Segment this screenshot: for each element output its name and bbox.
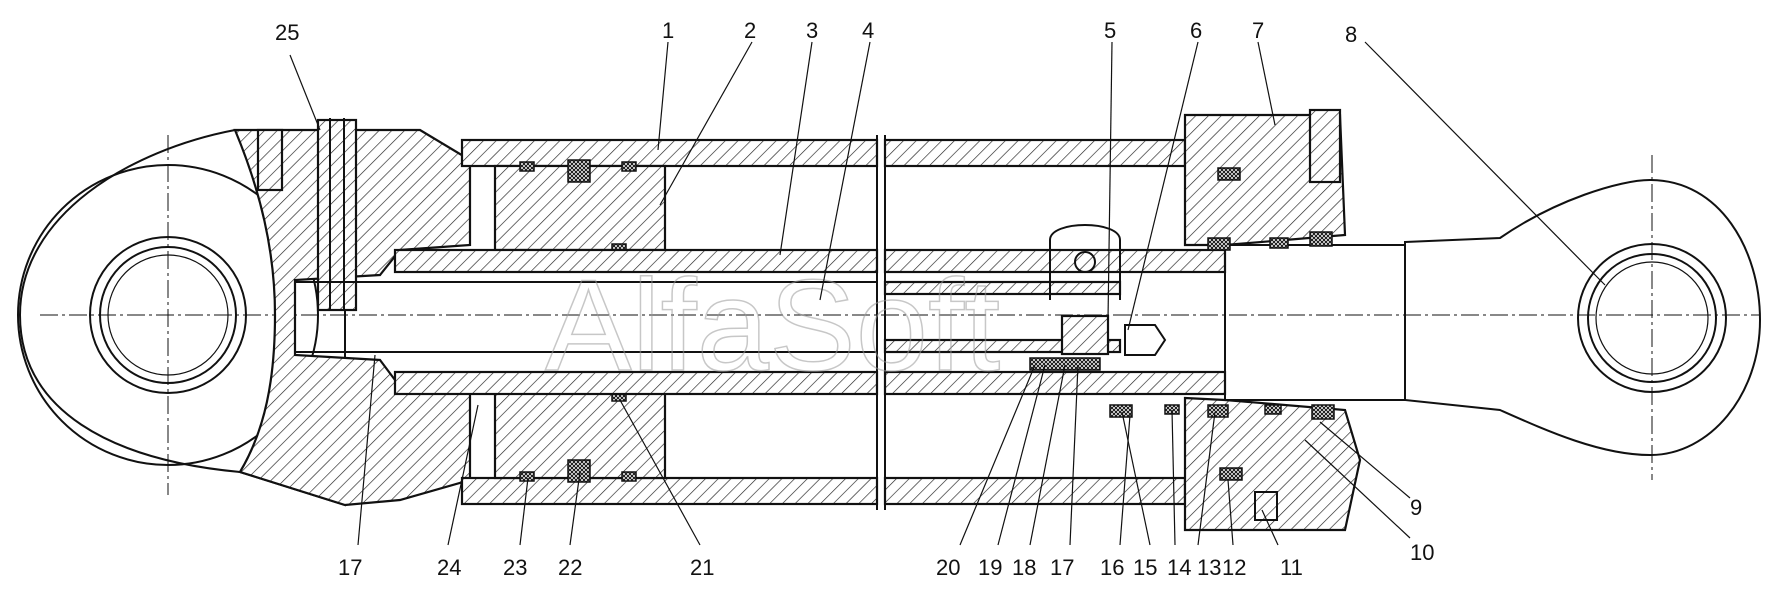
piston-rod	[294, 244, 1406, 401]
callout-labels: 25 1 2 3 4 5 6 7 8 9 10 11 12 13 14 15 1…	[275, 18, 1434, 580]
callout-12: 12	[1222, 555, 1246, 580]
callout-1: 1	[662, 18, 674, 43]
callout-25: 25	[275, 20, 299, 45]
callout-18: 18	[1012, 555, 1036, 580]
callout-24: 24	[437, 555, 461, 580]
rear-head	[233, 118, 472, 507]
callout-3: 3	[806, 18, 818, 43]
callout-7: 7	[1252, 18, 1264, 43]
piston	[493, 159, 667, 483]
callout-13: 13	[1197, 555, 1221, 580]
check-valve	[1029, 224, 1167, 371]
callout-17a: 17	[338, 555, 362, 580]
rod-eye	[1404, 155, 1762, 480]
callout-14: 14	[1167, 555, 1191, 580]
barrel	[460, 135, 1187, 510]
rear-eye	[17, 129, 346, 507]
callout-4: 4	[862, 18, 874, 43]
callout-2: 2	[744, 18, 756, 43]
callout-16: 16	[1100, 555, 1124, 580]
callout-10: 10	[1410, 540, 1434, 565]
callout-19: 19	[978, 555, 1002, 580]
callout-11: 11	[1280, 555, 1303, 580]
front-head	[1109, 108, 1362, 532]
callout-23: 23	[503, 555, 527, 580]
callout-8: 8	[1345, 22, 1357, 47]
callout-21: 21	[690, 555, 714, 580]
callout-15: 15	[1133, 555, 1157, 580]
watermark: AlfaSoft	[545, 252, 1000, 398]
leader-lines	[289, 41, 1606, 546]
callout-17b: 17	[1050, 555, 1074, 580]
callout-5: 5	[1104, 18, 1116, 43]
callout-6: 6	[1190, 18, 1202, 43]
oil-channel-25	[316, 118, 358, 312]
callout-9: 9	[1410, 495, 1422, 520]
callout-20: 20	[936, 555, 960, 580]
callout-22: 22	[558, 555, 582, 580]
